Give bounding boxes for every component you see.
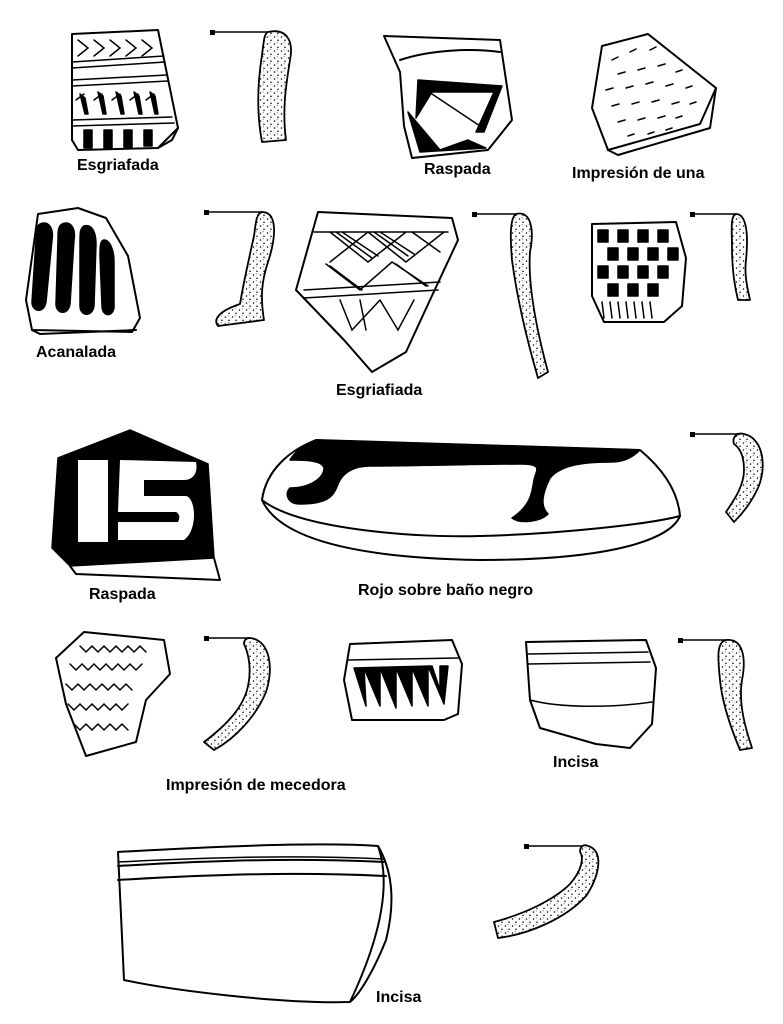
sherd-esgriafiada-mid — [295, 211, 459, 373]
sherd-impresion-una — [591, 33, 717, 156]
label-raspada-mid: Raspada — [89, 586, 156, 603]
label-esgriafiada-mid: Esgriafiada — [336, 382, 422, 399]
label-impresion-mecedora: Impresión de mecedora — [166, 777, 346, 794]
sherd-incisa-mid — [525, 639, 657, 749]
sherd-esgriafada-top — [71, 29, 179, 151]
sherd-acanalada — [25, 207, 141, 335]
rim-profile-incisa-mid — [678, 638, 753, 751]
sherd-zigzag-teeth — [343, 639, 463, 721]
sherd-impresion-mecedora — [55, 631, 171, 757]
rim-profile-rojo-sobre-bano-negro — [690, 432, 764, 523]
label-incisa-bottom: Incisa — [376, 989, 421, 1006]
rim-profile-esgriafada-top — [210, 30, 292, 143]
rim-profile-acanalada — [204, 210, 275, 327]
label-rojo-sobre-bano-negro: Rojo sobre baño negro — [358, 582, 533, 599]
sherd-raspada-mid — [51, 429, 221, 581]
rim-profile-checker — [690, 212, 751, 301]
label-acanalada: Acanalada — [36, 344, 116, 361]
label-incisa-mid: Incisa — [553, 754, 598, 771]
rim-profile-incisa-bottom — [493, 844, 600, 939]
sherd-checker — [591, 221, 687, 323]
bowl-rojo-sobre-bano-negro — [261, 439, 681, 561]
label-impresion-una: Impresión de una — [572, 165, 705, 182]
label-raspada-top: Raspada — [424, 161, 491, 178]
rim-profile-esgriafiada-mid — [472, 212, 549, 379]
sherd-incisa-bottom — [117, 843, 393, 1004]
sherd-raspada-top — [383, 35, 513, 159]
rim-profile-impresion-mecedora — [203, 636, 271, 751]
label-esgriafada-top: Esgriafada — [77, 157, 159, 174]
